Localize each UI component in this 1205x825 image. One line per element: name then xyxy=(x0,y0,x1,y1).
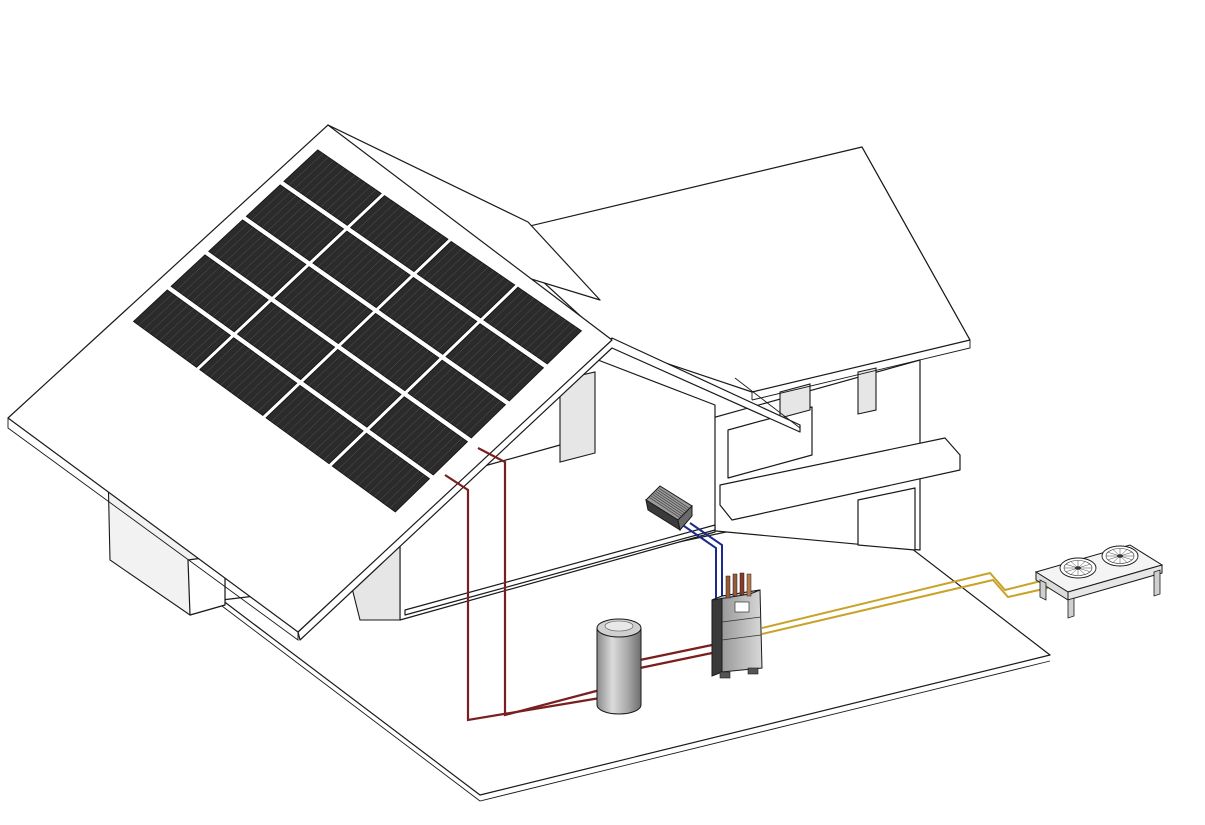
refrigerant-lines xyxy=(761,571,1049,635)
fan-icon xyxy=(1059,557,1097,579)
pv-thermal-pipes xyxy=(444,447,713,722)
inverter-cable xyxy=(683,522,723,598)
solar-panel-array xyxy=(132,149,583,513)
fan-icon xyxy=(1101,545,1139,567)
inverter xyxy=(645,485,693,532)
main-house-walls xyxy=(107,354,716,621)
storage-tank xyxy=(596,618,642,715)
right-roof xyxy=(491,146,971,401)
indoor-unit xyxy=(711,572,763,679)
outdoor-unit xyxy=(1034,544,1164,619)
